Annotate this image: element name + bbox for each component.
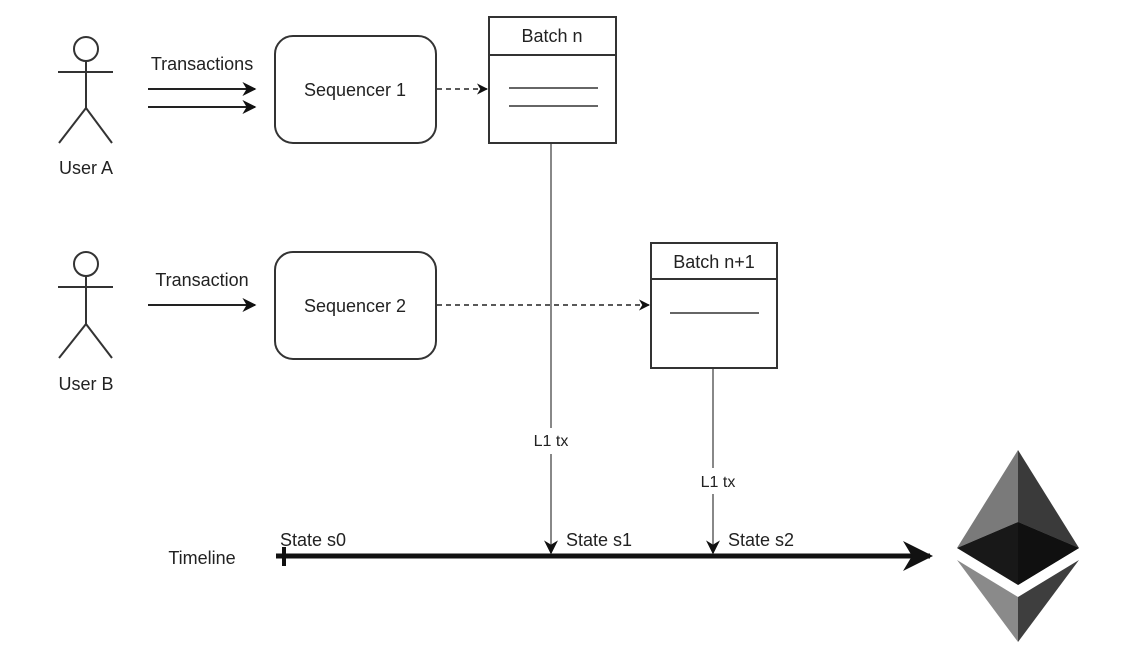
actor-user-a-label: User A bbox=[59, 158, 113, 178]
transactions-label: Transactions bbox=[151, 54, 253, 74]
ethereum-logo-icon bbox=[957, 450, 1079, 642]
batch-n-l1-tx-label: L1 tx bbox=[534, 433, 569, 450]
batch-n1-box bbox=[650, 242, 778, 369]
actor-user-b-label: User B bbox=[58, 374, 113, 394]
sequencer-1-box bbox=[274, 35, 437, 144]
actor-user-b bbox=[58, 251, 113, 359]
actor-head bbox=[73, 36, 99, 62]
sequencer-2-box bbox=[274, 251, 437, 360]
actor-leg-left bbox=[58, 107, 87, 144]
sequencer-2-label: Sequencer 2 bbox=[304, 296, 406, 316]
timeline-state-s2: State s2 bbox=[728, 530, 794, 550]
actor-user-a bbox=[58, 36, 113, 144]
timeline-state-s1: State s1 bbox=[566, 530, 632, 550]
sequencer-1-label: Sequencer 1 bbox=[304, 80, 406, 100]
actor-leg-left bbox=[58, 323, 87, 359]
actor-leg-right bbox=[85, 107, 113, 144]
batch-n-title: Batch n bbox=[521, 26, 582, 46]
timeline-label: Timeline bbox=[168, 548, 235, 568]
actor-head bbox=[73, 251, 99, 277]
batch-n1-l1-tx-label: L1 tx bbox=[701, 474, 736, 491]
transaction-label: Transaction bbox=[155, 270, 248, 290]
actor-leg-right bbox=[85, 323, 113, 359]
batch-n1-title: Batch n+1 bbox=[673, 252, 755, 272]
timeline-state-s0: State s0 bbox=[280, 530, 346, 550]
batch-n-box bbox=[488, 16, 617, 144]
